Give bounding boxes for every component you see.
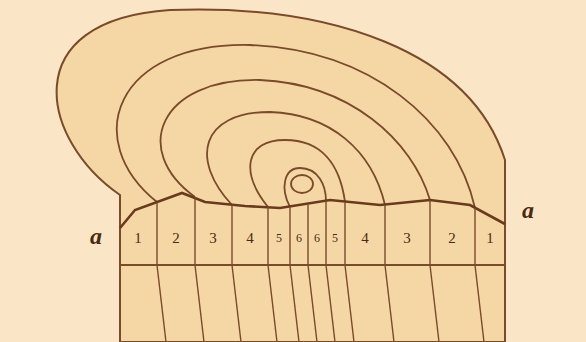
stratum-number: 1 xyxy=(486,231,494,246)
stratum-number: 6 xyxy=(296,232,302,244)
stratum-number: 4 xyxy=(246,231,254,246)
stratum-number: 2 xyxy=(172,231,180,246)
stratum-number: 2 xyxy=(448,231,456,246)
stratum-number: 6 xyxy=(314,232,320,244)
surface-letter: a xyxy=(522,198,534,222)
stratum-number: 3 xyxy=(209,231,217,246)
stratum-number: 5 xyxy=(276,232,282,244)
stratum-number: 3 xyxy=(403,231,411,246)
stratum-number: 5 xyxy=(332,232,338,244)
stratum-number: 1 xyxy=(134,231,142,246)
stratum-number: 4 xyxy=(361,231,369,246)
surface-letter: a xyxy=(90,224,102,248)
